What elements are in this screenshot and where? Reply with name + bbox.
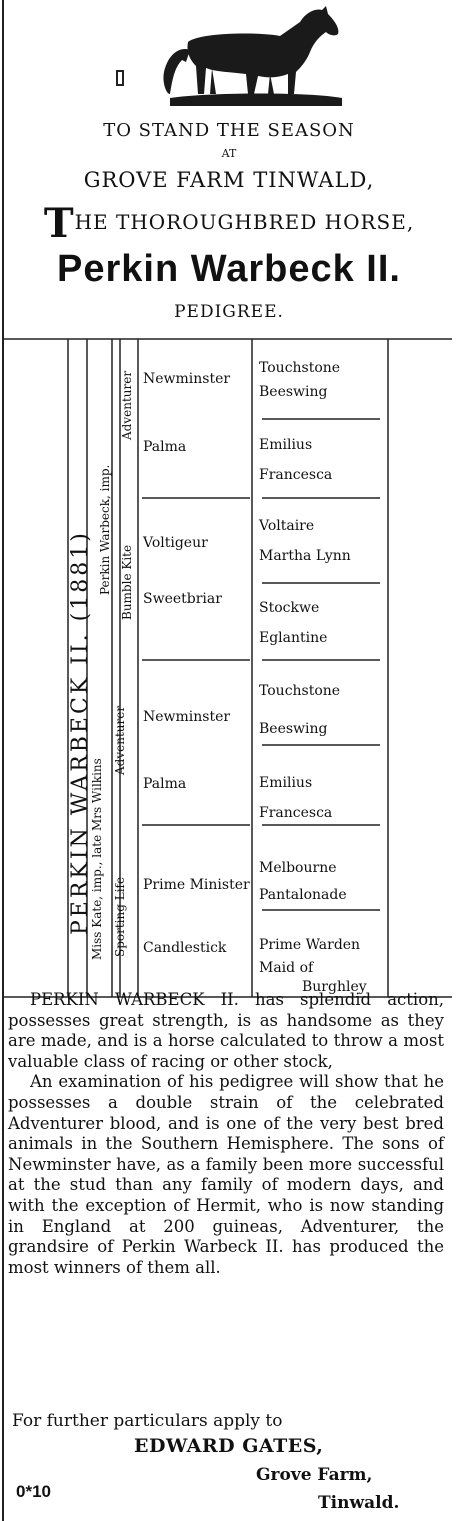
great-grandparent-15: Prime Warden <box>259 937 361 953</box>
great-grandparent-5: Voltaire <box>259 518 315 534</box>
great-grandparent-12: Francesca <box>259 805 333 821</box>
grandparent-5: Newminster <box>143 709 231 725</box>
headline-line4-rest: HE THOROUGHBRED HORSE, <box>74 210 415 234</box>
grandparent-3: Voltigeur <box>143 535 208 551</box>
great-grandparent-3: Emilius <box>259 437 313 453</box>
great-grandparent-14: Pantalonade <box>259 887 347 903</box>
signature-name: EDWARD GATES, <box>134 1435 324 1457</box>
pedigree-sire-sire: Adventurer <box>120 370 134 440</box>
insertion-code: 0*10 <box>16 1482 51 1501</box>
great-grandparent-13: Melbourne <box>259 860 337 876</box>
great-grandparent-6: Martha Lynn <box>259 548 351 564</box>
apply-line: For further particulars apply to <box>12 1411 283 1431</box>
pedigree-heading: PEDIGREE. <box>174 302 284 322</box>
great-grandparent-10: Beeswing <box>259 721 328 737</box>
pedigree-table: PERKIN WARBECK II. (1881) Perkin Warbeck… <box>0 335 458 1000</box>
pedigree-rules <box>4 338 452 998</box>
horse-name-title: Perkin Warbeck II. <box>57 248 401 290</box>
great-grandparent-4: Francesca <box>259 467 333 483</box>
signature-town: Tinwald. <box>318 1493 400 1513</box>
signature-farm: Grove Farm, <box>256 1465 373 1485</box>
column-rule <box>2 0 4 1521</box>
headline-line1: TO STAND THE SEASON <box>103 120 355 141</box>
grandparent-8: Candlestick <box>143 940 227 956</box>
great-grandparent-2: Beeswing <box>259 384 328 400</box>
great-grandparent-8: Eglantine <box>259 630 328 646</box>
printer-mark <box>116 70 124 86</box>
pedigree-dam: Miss Kate, imp., late Mrs Wilkins <box>90 758 104 960</box>
grandparent-7: Prime Minister <box>143 877 250 893</box>
grandparent-6: Palma <box>143 776 187 792</box>
pedigree-dam-sire: Adventurer <box>113 705 127 775</box>
great-grandparent-1: Touchstone <box>259 360 341 376</box>
grandparent-1: Newminster <box>143 371 231 387</box>
advert-body: PERKIN WARBECK II. has splendid action, … <box>8 990 444 1278</box>
horse-woodcut-icon <box>163 6 342 106</box>
headline-line2: AT <box>221 147 237 160</box>
paragraph-2: An examination of his pedigree will show… <box>8 1072 444 1277</box>
paragraph-1: PERKIN WARBECK II. has splendid action, … <box>8 990 444 1071</box>
pedigree-dam-dam: Sporting Life <box>113 876 127 957</box>
great-grandparent-9: Touchstone <box>259 683 341 699</box>
great-grandparent-7: Stockwe <box>259 600 320 616</box>
pedigree-sire: Perkin Warbeck, imp. <box>98 464 112 595</box>
great-grandparent-11: Emilius <box>259 775 313 791</box>
pedigree-sire-dam: Bumble Kite <box>120 544 134 620</box>
headline-line3: GROVE FARM TINWALD, <box>83 168 375 192</box>
great-grandparent-17: Burghley <box>302 979 367 995</box>
grandparent-2: Palma <box>143 439 187 455</box>
headline-line4: THE THOROUGHBRED HORSE, <box>0 200 458 247</box>
grandparent-4: Sweetbriar <box>143 591 222 607</box>
great-grandparent-16: Maid of <box>259 960 314 976</box>
drop-cap: T <box>43 200 75 247</box>
